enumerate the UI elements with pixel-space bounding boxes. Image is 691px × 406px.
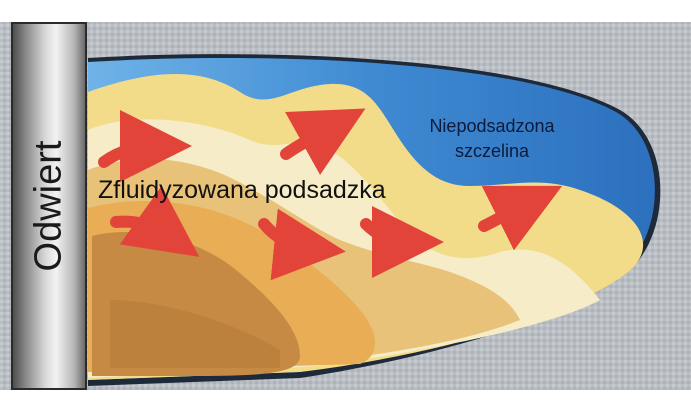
fluidized-proppant-label: Zfluidyzowana podsadzka xyxy=(98,176,386,205)
unpropped-fracture-label: Niepodsadzona szczelina xyxy=(404,114,580,164)
wellbore-label: Odwiert xyxy=(28,141,71,272)
